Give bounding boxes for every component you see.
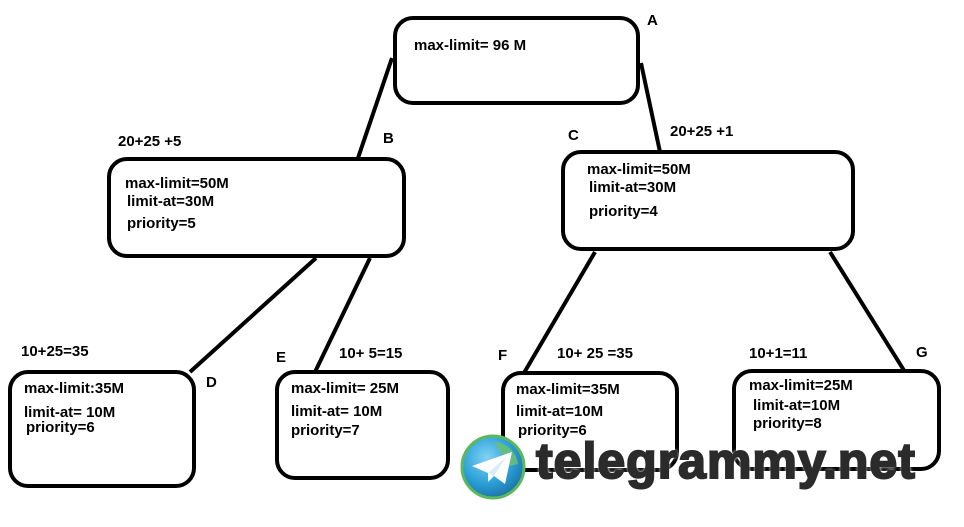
edge-b-d: [188, 256, 318, 374]
edge-c-g: [828, 250, 907, 374]
node-d-priority: priority=6: [26, 419, 95, 436]
node-g-label: G: [916, 344, 928, 361]
edge-c-f: [519, 250, 597, 380]
node-d-box: max-limit:35M limit-at= 10M priority=6: [8, 370, 196, 488]
node-c-box: max-limit=50M limit-at=30M priority=4: [561, 150, 855, 251]
node-g-max-limit: max-limit=25M: [749, 377, 853, 394]
node-a-box: max-limit= 96 M: [393, 16, 640, 105]
node-b-max-limit: max-limit=50M: [125, 175, 229, 192]
node-g-limit-at: limit-at=10M: [753, 397, 841, 414]
edge-a-c: [639, 62, 662, 153]
node-b-priority: priority=5: [127, 215, 196, 232]
watermark-text: telegrammy.net: [535, 432, 916, 490]
node-d-limit-at: limit-at= 10M: [24, 404, 116, 421]
node-c-label: C: [568, 127, 579, 144]
node-b-limit-at: limit-at=30M: [127, 193, 215, 210]
node-e-limit-at: limit-at= 10M: [291, 403, 383, 420]
edge-b-e: [313, 257, 372, 373]
node-e-priority: priority=7: [291, 422, 360, 439]
node-c-priority: priority=4: [589, 203, 658, 220]
node-g-sum: 10+1=11: [749, 345, 808, 362]
node-e-label: E: [276, 349, 287, 366]
node-f-priority: priority=6: [518, 422, 587, 439]
node-c-max-limit: max-limit=50M: [587, 161, 691, 178]
node-f-max-limit: max-limit=35M: [516, 381, 620, 398]
node-c-sum: 20+25 +1: [670, 123, 734, 140]
node-a-max-limit: max-limit= 96 M: [414, 37, 527, 54]
node-f-sum: 10+ 25 =35: [557, 345, 633, 362]
node-f-limit-at: limit-at=10M: [516, 403, 604, 420]
node-e-sum: 10+ 5=15: [339, 345, 403, 362]
node-d-sum: 10+25=35: [21, 343, 89, 360]
edge-a-b: [356, 57, 394, 159]
node-b-label: B: [383, 130, 394, 147]
telegram-logo-icon: [460, 434, 526, 500]
node-f-label: F: [498, 347, 508, 364]
node-e-box: max-limit= 25M limit-at= 10M priority=7: [275, 370, 450, 480]
node-f-box: max-limit=35M limit-at=10M priority=6: [501, 371, 679, 472]
node-d-max-limit: max-limit:35M: [24, 380, 125, 397]
node-g-box: max-limit=25M limit-at=10M priority=8: [732, 369, 941, 471]
node-e-max-limit: max-limit= 25M: [291, 380, 399, 397]
node-c-limit-at: limit-at=30M: [589, 179, 677, 196]
node-g-priority: priority=8: [753, 415, 822, 432]
node-b-sum: 20+25 +5: [118, 133, 182, 150]
node-a-label: A: [647, 12, 658, 29]
node-b-box: max-limit=50M limit-at=30M priority=5: [107, 157, 406, 258]
node-d-label: D: [206, 374, 217, 391]
